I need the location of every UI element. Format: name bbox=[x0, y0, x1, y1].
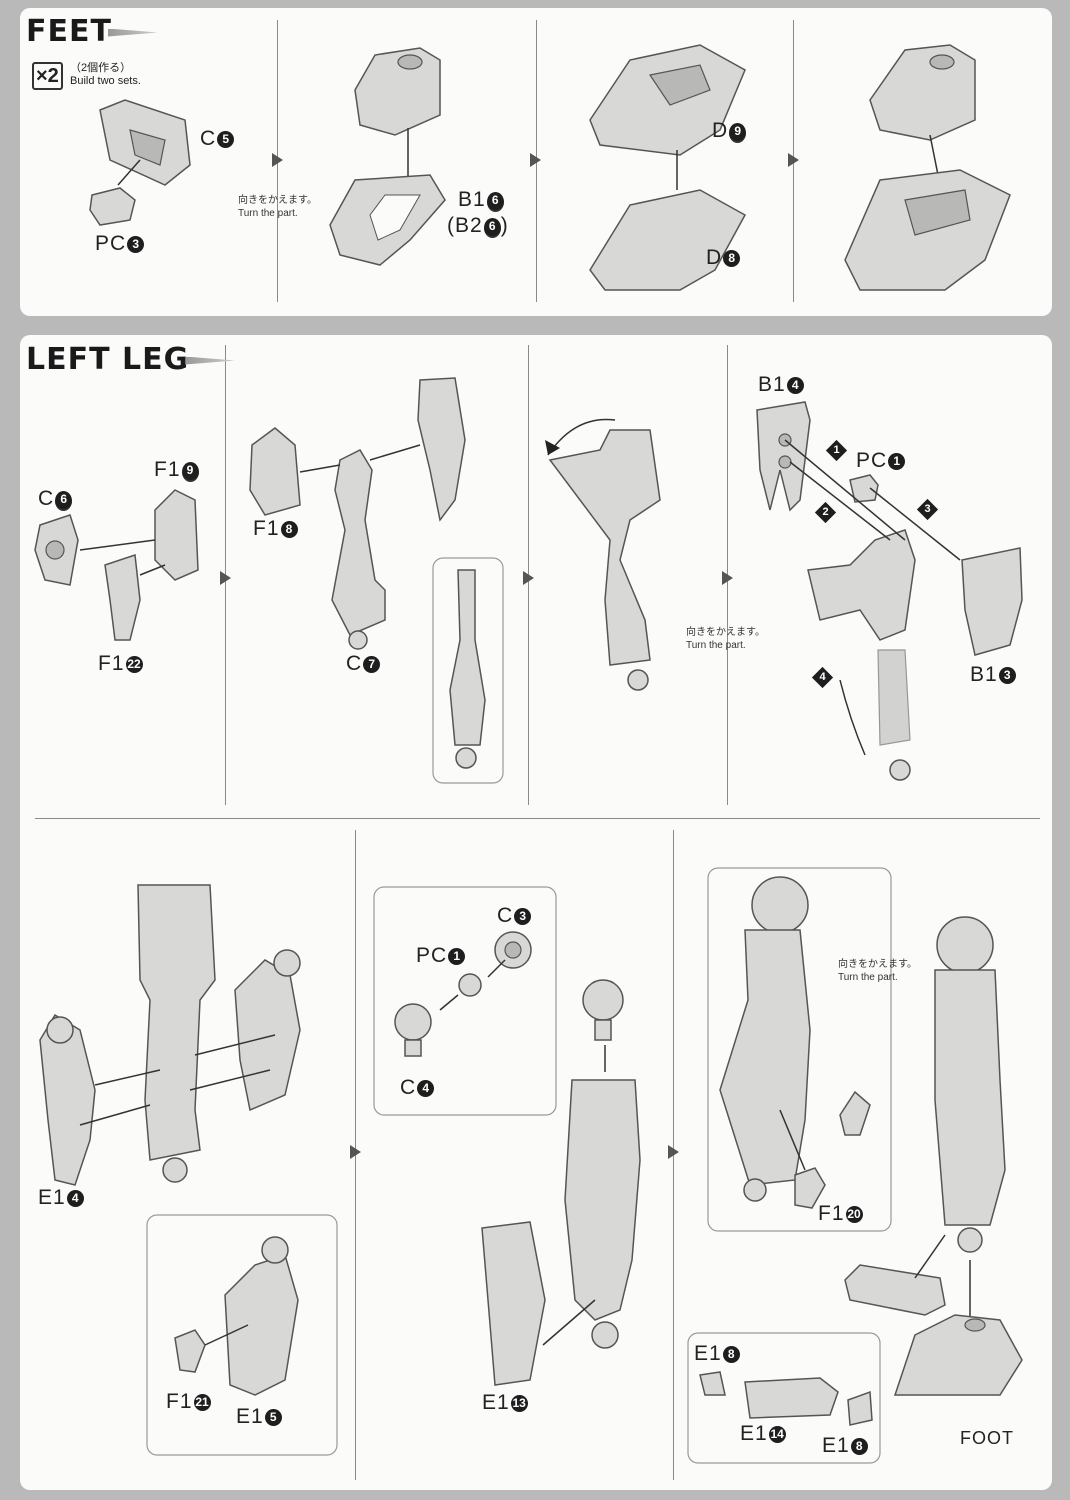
section-title-left-leg: LEFT LEG bbox=[26, 342, 236, 377]
next-step-arrow-icon bbox=[272, 153, 283, 167]
part-d8-illustration bbox=[589, 189, 747, 291]
part-d9-illustration bbox=[589, 44, 746, 156]
turn-part-note: 向きをかえます。Turn the part. bbox=[238, 195, 317, 219]
part-b13-illustration bbox=[961, 547, 1023, 656]
part-f122-illustration bbox=[104, 553, 141, 641]
next-step-arrow-icon bbox=[350, 1145, 361, 1159]
build-count-badge: ×2 bbox=[32, 62, 63, 90]
foot-illustration bbox=[893, 1314, 1023, 1396]
part-b14-illustration bbox=[756, 401, 811, 512]
next-step-arrow-icon bbox=[523, 571, 534, 585]
part-e14-illustration bbox=[39, 1013, 96, 1186]
part-c3-illustration bbox=[494, 931, 532, 969]
leg-detail-illustration bbox=[719, 876, 811, 1202]
part-b16-top-illustration bbox=[354, 47, 441, 136]
build-count-note: （2個作る）Build two sets. bbox=[70, 62, 141, 87]
assembled-foot-illustration bbox=[844, 169, 1011, 291]
assembled-leg-illustration bbox=[934, 916, 1006, 1253]
rotated-leg-illustration bbox=[548, 429, 661, 691]
part-c7-illustration bbox=[331, 449, 386, 650]
part-upper-frame-illustration bbox=[417, 377, 466, 522]
lower-leg-illustration bbox=[564, 1079, 641, 1349]
part-f120-illustration bbox=[794, 1167, 826, 1209]
part-e114-illustration bbox=[844, 1264, 946, 1316]
divider bbox=[35, 818, 1040, 819]
step-marker-3: 3 bbox=[916, 498, 939, 521]
part-c6-illustration bbox=[34, 514, 79, 586]
next-step-arrow-icon bbox=[530, 153, 541, 167]
part-f18-illustration bbox=[249, 427, 301, 516]
step-marker-4: 4 bbox=[811, 666, 834, 689]
detail-e114-illustration bbox=[699, 1371, 873, 1426]
part-pc3-illustration bbox=[89, 187, 136, 226]
part-label-foot: FOOT bbox=[960, 1428, 1014, 1448]
knee-part-detail-illustration bbox=[839, 1090, 871, 1136]
detail-c7-illustration bbox=[449, 569, 486, 769]
inner-frame-illustration bbox=[807, 529, 916, 781]
next-step-arrow-icon bbox=[788, 153, 799, 167]
part-f19-illustration bbox=[154, 489, 199, 581]
step-marker-1: 1 bbox=[825, 439, 848, 462]
next-step-arrow-icon bbox=[220, 571, 231, 585]
next-step-arrow-icon bbox=[722, 571, 733, 585]
part-e15-illustration bbox=[234, 949, 301, 1112]
part-b16-illustration bbox=[329, 174, 446, 266]
detail-e15-illustration bbox=[174, 1236, 299, 1396]
next-step-arrow-icon bbox=[668, 1145, 679, 1159]
part-pc1-b-illustration bbox=[458, 973, 482, 997]
section-title-feet: FEET bbox=[26, 14, 158, 49]
part-c5-illustration bbox=[99, 99, 191, 186]
turn-part-note: 向きをかえます。Turn the part. bbox=[838, 959, 917, 983]
part-c4-illustration bbox=[394, 1003, 432, 1057]
step-marker-2: 2 bbox=[814, 501, 837, 524]
part-e113-illustration bbox=[481, 1221, 546, 1386]
thigh-frame-illustration bbox=[137, 884, 216, 1183]
assembled-foot-top-illustration bbox=[869, 44, 976, 141]
turn-part-note: 向きをかえます。Turn the part. bbox=[686, 627, 765, 651]
ball-joint-illustration bbox=[582, 979, 624, 1041]
